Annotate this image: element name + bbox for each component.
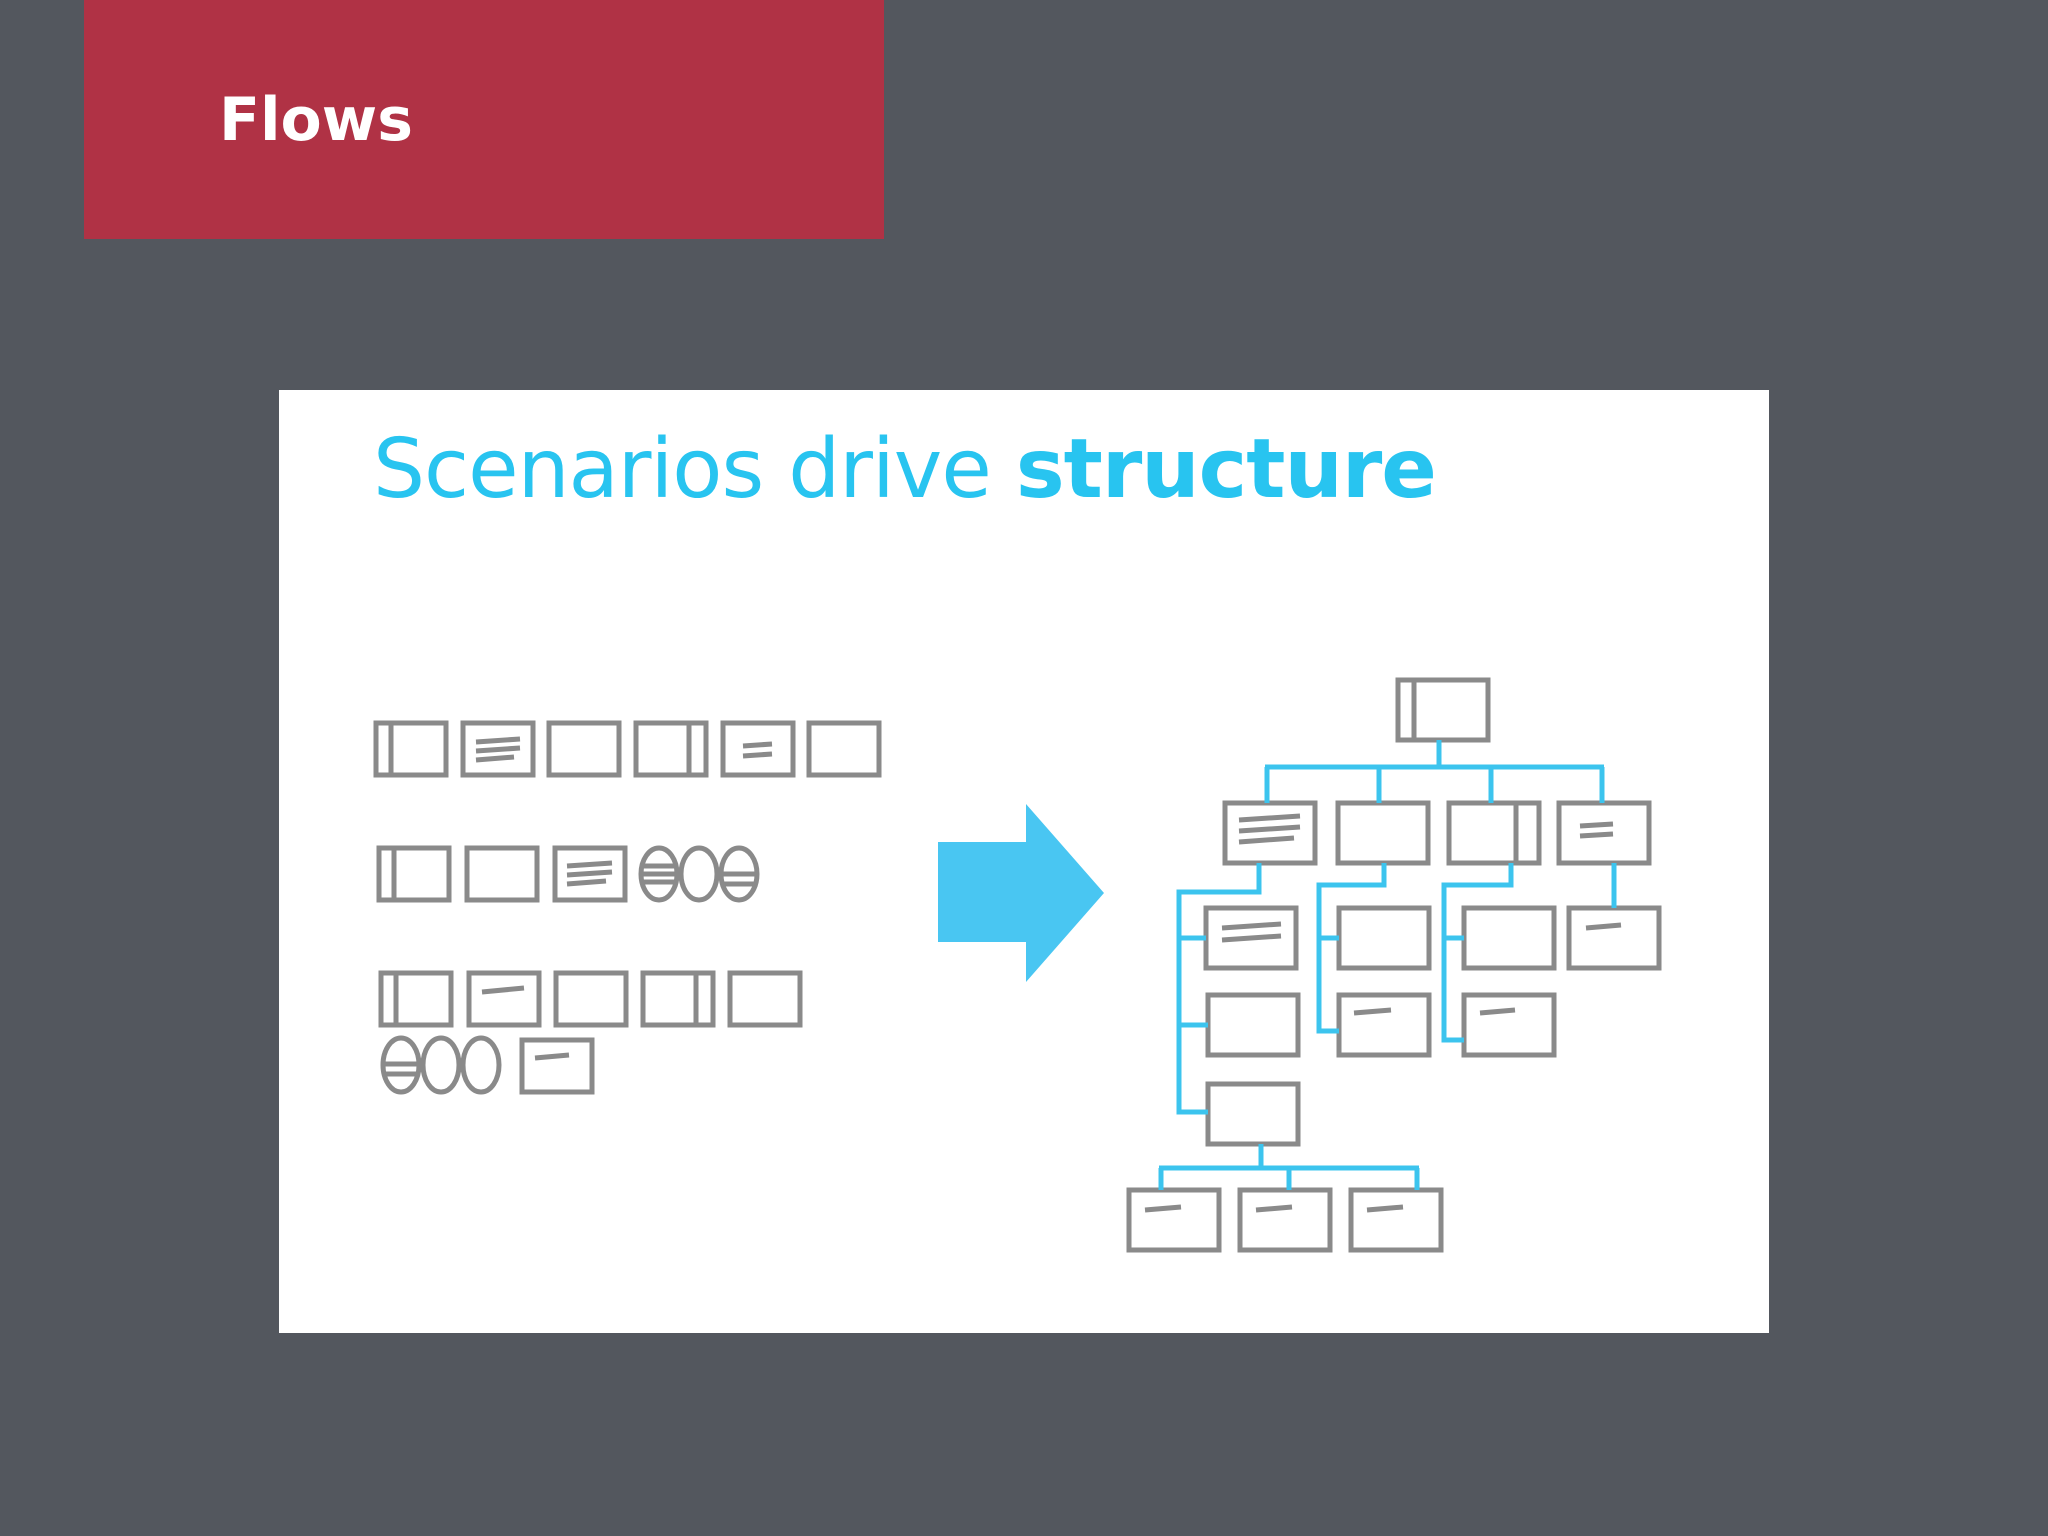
heading-emphasis: structure (1015, 422, 1437, 517)
flow-row-2 (376, 845, 760, 903)
flow-to-structure-diagram (373, 677, 1662, 1253)
flow-row-1 (373, 720, 882, 778)
slide-title: Flows (219, 85, 413, 155)
scenario-flows (373, 720, 882, 1095)
flow-row-4 (380, 1035, 595, 1095)
transform-arrow (938, 804, 1104, 982)
hierarchy-root (1395, 677, 1491, 743)
panel-heading: Scenarios drive structure (373, 420, 1437, 520)
title-bar: Flows (84, 0, 884, 239)
hierarchy-connectors (1158, 740, 1617, 1190)
heading-prefix: Scenarios drive (373, 422, 1016, 517)
flow-row-3 (378, 970, 803, 1028)
content-panel: Scenarios drive structure (279, 390, 1769, 1333)
